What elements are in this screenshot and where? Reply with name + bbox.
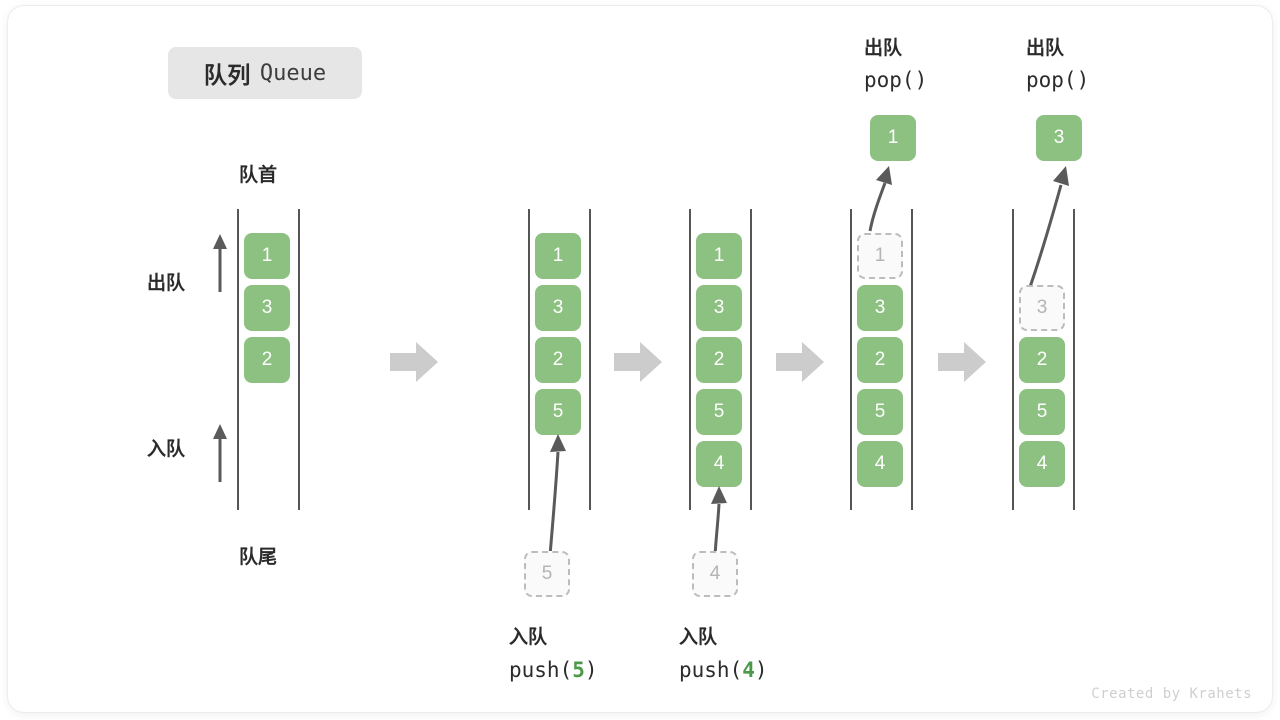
queue-cell: 1: [535, 233, 581, 279]
queue-cell-new: 4: [696, 441, 742, 487]
rail-right-c3: [750, 209, 752, 510]
rail-left-c3: [689, 209, 691, 510]
push-ghost-cell-4: 4: [692, 551, 738, 597]
step-arrow-icon: [776, 342, 824, 382]
diagram-title-cn: 队列: [203, 62, 251, 88]
credit-text: Created by Krahets: [1091, 686, 1252, 702]
rail-left-c4: [850, 209, 852, 510]
diagram-title-en: Queue: [259, 60, 327, 86]
queue-cell: 3: [535, 285, 581, 331]
label-pop-3-cn: 出队: [1026, 38, 1065, 59]
queue-cell: 2: [1019, 337, 1065, 383]
queue-cell: 3: [244, 285, 290, 331]
label-pop-3-code: pop(): [1026, 68, 1090, 92]
label-enqueue: 入队: [147, 439, 186, 460]
label-pop-1-code: pop(): [864, 68, 928, 92]
popped-cell-1: 1: [870, 115, 916, 161]
label-push-5-code: push(5): [509, 658, 598, 682]
queue-cell-new: 5: [535, 389, 581, 435]
push-5-code-suffix: ): [584, 658, 598, 682]
label-push-4-code: push(4): [679, 658, 768, 682]
push-ghost-cell-5: 5: [524, 551, 570, 597]
label-dequeue: 出队: [147, 273, 186, 294]
push-5-code-prefix: push(: [509, 658, 573, 682]
step-arrow-icon: [614, 342, 662, 382]
label-pop-1-cn: 出队: [864, 38, 903, 59]
rail-right-c2: [589, 209, 591, 510]
rail-right-c1: [298, 209, 300, 510]
popped-cell-3: 3: [1036, 115, 1082, 161]
push-arrow-4-icon: [711, 486, 727, 557]
diagram-title-chip: 队列 Queue: [168, 47, 362, 99]
dequeue-arrow-icon: [213, 234, 227, 292]
rail-left-c5: [1012, 209, 1014, 510]
label-push-4-cn: 入队: [679, 627, 718, 648]
queue-cell: 2: [857, 337, 903, 383]
push-4-code-suffix: ): [754, 658, 768, 682]
queue-cell: 5: [696, 389, 742, 435]
queue-cell: 2: [244, 337, 290, 383]
push-4-code-prefix: push(: [679, 658, 743, 682]
queue-cell: 3: [696, 285, 742, 331]
pop-arrow-3-icon: [1028, 166, 1069, 288]
queue-cell: 5: [857, 389, 903, 435]
enqueue-arrow-icon: [213, 424, 227, 482]
rail-right-c4: [911, 209, 913, 510]
push-5-code-arg: 5: [572, 658, 585, 682]
label-queue-tail: 队尾: [239, 547, 278, 568]
label-push-5-cn: 入队: [509, 627, 548, 648]
push-4-code-arg: 4: [742, 658, 755, 682]
queue-cell: 1: [244, 233, 290, 279]
pop-arrow-1-icon: [868, 166, 892, 232]
label-queue-head: 队首: [239, 165, 278, 186]
queue-cell: 5: [1019, 389, 1065, 435]
rail-left-c1: [237, 209, 239, 510]
queue-cell: 3: [857, 285, 903, 331]
queue-cell: 4: [1019, 441, 1065, 487]
queue-cell: 2: [535, 337, 581, 383]
queue-cell: 1: [696, 233, 742, 279]
queue-cell: 2: [696, 337, 742, 383]
rail-left-c2: [528, 209, 530, 510]
step-arrow-icon: [390, 342, 438, 382]
step-arrow-icon: [938, 342, 986, 382]
queue-cell-removed: 3: [1019, 285, 1065, 331]
rail-right-c5: [1073, 209, 1075, 510]
push-arrow-5-icon: [548, 434, 566, 557]
queue-cell: 4: [857, 441, 903, 487]
queue-cell-removed: 1: [857, 233, 903, 279]
